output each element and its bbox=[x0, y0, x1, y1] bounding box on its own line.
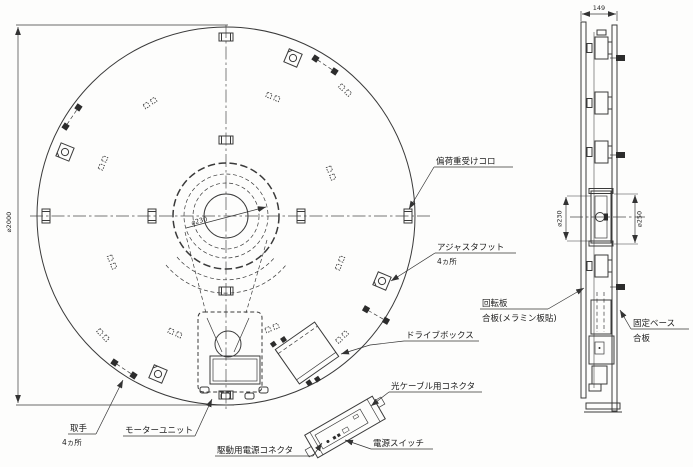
front-view: ⌀230 bbox=[5, 24, 430, 459]
phantom-marker bbox=[265, 91, 281, 103]
drive-power-connector-label: 駆動用電源コネクタ bbox=[217, 445, 293, 456]
callout-drive-box: ドライブボックス bbox=[340, 330, 479, 355]
hidden-arc bbox=[165, 264, 287, 294]
rim-roller bbox=[218, 32, 234, 42]
flange-front-dimension: ⌀230 bbox=[556, 195, 591, 242]
side-motor-assembly bbox=[584, 292, 622, 413]
phantom-marker bbox=[97, 155, 109, 171]
phantom-marker bbox=[334, 329, 350, 345]
drive-power-port bbox=[304, 446, 316, 458]
fixed-base-material: 合板 bbox=[633, 333, 651, 344]
side-hub bbox=[570, 188, 645, 247]
callout-optical-connector: 光ケーブル用コネクタ bbox=[370, 381, 482, 407]
adjuster-foot bbox=[55, 142, 75, 162]
handle bbox=[110, 358, 138, 380]
disc-diameter-text: ⌀2000 bbox=[5, 212, 13, 232]
handle bbox=[61, 103, 83, 131]
fixed-base-label: 固定ベース bbox=[633, 318, 675, 329]
hub-diameter-dim: ⌀230 bbox=[190, 215, 208, 227]
rotating-plate-label: 回転板 bbox=[482, 298, 508, 309]
phantom-marker bbox=[325, 165, 337, 181]
inner-roller bbox=[296, 208, 306, 224]
phantom-marker bbox=[95, 327, 111, 343]
phantom-marker bbox=[106, 254, 118, 270]
bell-housing bbox=[184, 231, 268, 314]
callout-rotating-plate: 回転板 合板(メラミン板貼) bbox=[480, 287, 585, 324]
power-switch-label: 電源スイッチ bbox=[373, 439, 424, 449]
disc-diameter-dimension: ⌀2000 bbox=[5, 24, 234, 406]
drive-box bbox=[269, 321, 340, 387]
callout-power-switch: 電源スイッチ bbox=[344, 439, 433, 450]
callout-motor-unit: モーターユニット bbox=[123, 398, 213, 437]
callout-load-roller: 偏荷重受けコロ bbox=[408, 156, 513, 210]
drive-box-label: ドライブボックス bbox=[406, 330, 474, 341]
phantom-marker bbox=[337, 83, 353, 97]
adjuster-foot-label: アジャスタフット bbox=[437, 243, 504, 253]
power-switch-toggle bbox=[341, 426, 350, 434]
handle-label: 取手 bbox=[70, 423, 88, 434]
callout-drive-power-connector: 駆動用電源コネクタ bbox=[215, 442, 323, 457]
motor-unit bbox=[197, 311, 269, 400]
adjuster-foot bbox=[283, 48, 303, 68]
inner-roller bbox=[147, 208, 157, 224]
phantom-marker bbox=[142, 96, 158, 110]
callout-fixed-base: 固定ベース 合板 bbox=[619, 309, 689, 344]
hidden-arc bbox=[176, 256, 276, 281]
motor-unit-label: モーターユニット bbox=[125, 426, 193, 436]
base-width-text: 149 bbox=[593, 4, 605, 12]
flange-front-text: ⌀230 bbox=[556, 210, 564, 226]
base-width-dimension: 149 bbox=[580, 4, 618, 21]
adjuster-foot bbox=[148, 364, 168, 384]
rotating-plate-edge bbox=[580, 21, 587, 399]
load-roller-label: 偏荷重受けコロ bbox=[436, 156, 496, 167]
center-hub: ⌀230 bbox=[172, 162, 280, 270]
side-view: 149 ⌀230 bbox=[556, 4, 645, 413]
inner-roller bbox=[218, 286, 234, 296]
handle-count: 4ヵ所 bbox=[62, 437, 82, 447]
rim-roller bbox=[403, 208, 413, 224]
adjuster-foot bbox=[372, 271, 392, 291]
optical-connector-label: 光ケーブル用コネクタ bbox=[391, 381, 475, 392]
phantom-marker bbox=[167, 327, 183, 339]
adjuster-foot-count: 4ヵ所 bbox=[437, 256, 457, 266]
flange-rear-dimension: ⌀250 bbox=[614, 193, 644, 245]
phantom-marker bbox=[264, 322, 280, 334]
rim-roller bbox=[41, 208, 51, 224]
handle bbox=[311, 54, 339, 76]
power-switch-box bbox=[304, 395, 386, 459]
rotating-plate-material: 合板(メラミン板貼) bbox=[482, 313, 557, 324]
handle bbox=[361, 305, 391, 325]
callout-adjuster-foot: アジャスタフット 4ヵ所 bbox=[390, 243, 516, 282]
inner-roller bbox=[218, 135, 234, 145]
fixed-base-plate bbox=[611, 24, 618, 412]
callout-handle: 取手 4ヵ所 bbox=[62, 379, 124, 447]
flange-rear-text: ⌀250 bbox=[636, 211, 644, 227]
phantom-marker bbox=[334, 255, 346, 271]
